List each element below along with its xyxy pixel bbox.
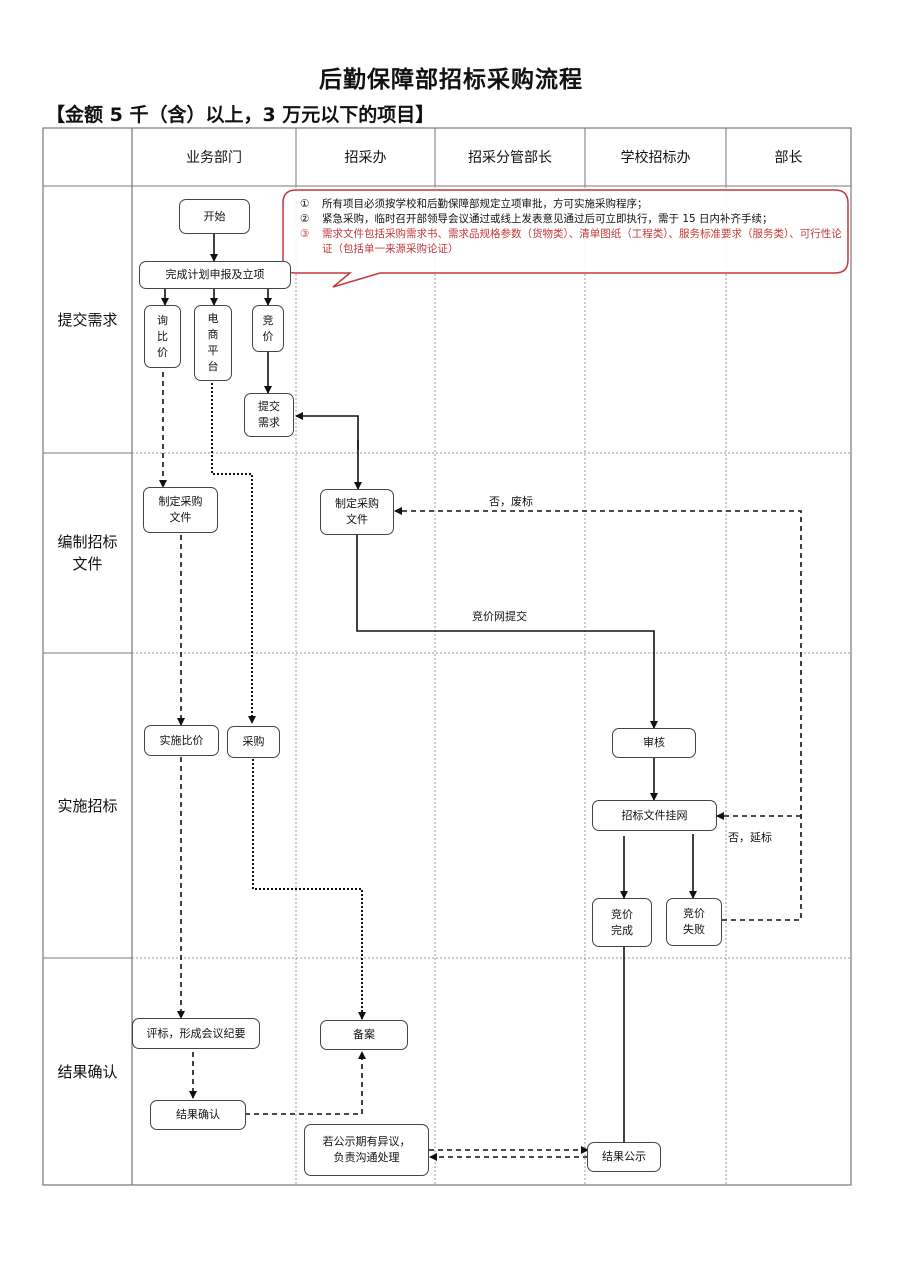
- node-ecommerce-platform[interactable]: 电 商 平 台: [194, 305, 232, 381]
- node-objection-handling[interactable]: 若公示期有异议， 负责沟通处理: [304, 1124, 429, 1176]
- lane-header-school-bidding-office: 学校招标办: [620, 150, 691, 166]
- node-review[interactable]: 审核: [612, 728, 696, 758]
- note-text: 紧急采购，临时召开部领导会议通过或线上发表意见通过后可立即执行，需于 15 日内…: [322, 213, 773, 225]
- node-purchase[interactable]: 采购: [227, 726, 280, 758]
- page-title: 后勤保障部招标采购流程: [319, 67, 583, 93]
- swimlane-grid: [42, 127, 852, 1186]
- note-item: ③ 需求文件包括采购需求书、需求品规格参数（货物类）、清单图纸（工程类）、服务标…: [300, 227, 845, 257]
- edge-purchase-file: [252, 759, 366, 1020]
- node-start[interactable]: 开始: [179, 199, 250, 234]
- node-bidding[interactable]: 竞 价: [252, 305, 284, 352]
- node-inquiry-compare[interactable]: 询 比 价: [144, 305, 181, 368]
- note-number: ②: [300, 213, 310, 225]
- node-result-announce[interactable]: 结果公示: [587, 1142, 661, 1172]
- phase-label-submit: 提交需求: [57, 310, 118, 329]
- note-number: ①: [300, 198, 310, 210]
- node-plan-approval[interactable]: 完成计划申报及立项: [139, 261, 291, 289]
- edge-label-void-bid: 否，废标: [489, 495, 533, 508]
- node-office-procurement-doc[interactable]: 制定采购 文件: [320, 489, 394, 535]
- lane-header-minister: 部长: [774, 150, 803, 166]
- lane-header-procurement-director: 招采分管部长: [468, 150, 552, 166]
- edge-label-submit-online: 竞价网提交: [472, 610, 527, 623]
- node-implement-compare[interactable]: 实施比价: [144, 725, 219, 756]
- node-evaluate-minutes[interactable]: 评标，形成会议纪要: [132, 1018, 260, 1049]
- phase-label-implement: 实施招标: [57, 796, 118, 815]
- note-callout-bubble: [282, 189, 849, 288]
- note-number: ③: [300, 228, 310, 240]
- node-file-record[interactable]: 备案: [320, 1020, 408, 1050]
- node-submit-request[interactable]: 提交 需求: [244, 393, 294, 437]
- edge-doc-submit: [295, 412, 359, 450]
- phase-label-prepare-docs: 编制招标 文件: [57, 533, 118, 573]
- table-border: [42, 127, 852, 1186]
- note-text: 需求文件包括采购需求书、需求品规格参数（货物类）、清单图纸（工程类）、服务标准要…: [322, 228, 842, 255]
- node-bidding-failed[interactable]: 竞价 失败: [666, 898, 722, 946]
- edge-confirm-file: [245, 1051, 366, 1115]
- node-publish-online[interactable]: 招标文件挂网: [592, 800, 717, 831]
- note-item: ① 所有项目必须按学校和后勤保障部规定立项审批，方可实施采购程序；: [300, 197, 845, 212]
- page-subtitle: 【金额 5 千（含）以上，3 万元以下的项目】: [46, 104, 435, 126]
- phase-label-confirm: 结果确认: [57, 1062, 118, 1081]
- note-text: 所有项目必须按学校和后勤保障部规定立项审批，方可实施采购程序；: [322, 198, 648, 210]
- note-callout: ① 所有项目必须按学校和后勤保障部规定立项审批，方可实施采购程序； ② 紧急采购…: [300, 197, 845, 257]
- lane-header-business-dept: 业务部门: [186, 150, 242, 166]
- lane-header-procurement-office: 招采办: [344, 150, 387, 166]
- edge-ecommerce-purchase: [211, 383, 256, 724]
- edge-fail-void-loop: [394, 507, 802, 921]
- node-bidding-complete[interactable]: 竞价 完成: [592, 898, 652, 947]
- note-item: ② 紧急采购，临时召开部领导会议通过或线上发表意见通过后可立即执行，需于 15 …: [300, 212, 845, 227]
- edge-doc-review: [356, 535, 658, 729]
- edge-label-delay-bid: 否，延标: [728, 831, 772, 844]
- node-result-confirm[interactable]: 结果确认: [150, 1100, 246, 1130]
- node-dept-procurement-doc[interactable]: 制定采购 文件: [143, 487, 218, 533]
